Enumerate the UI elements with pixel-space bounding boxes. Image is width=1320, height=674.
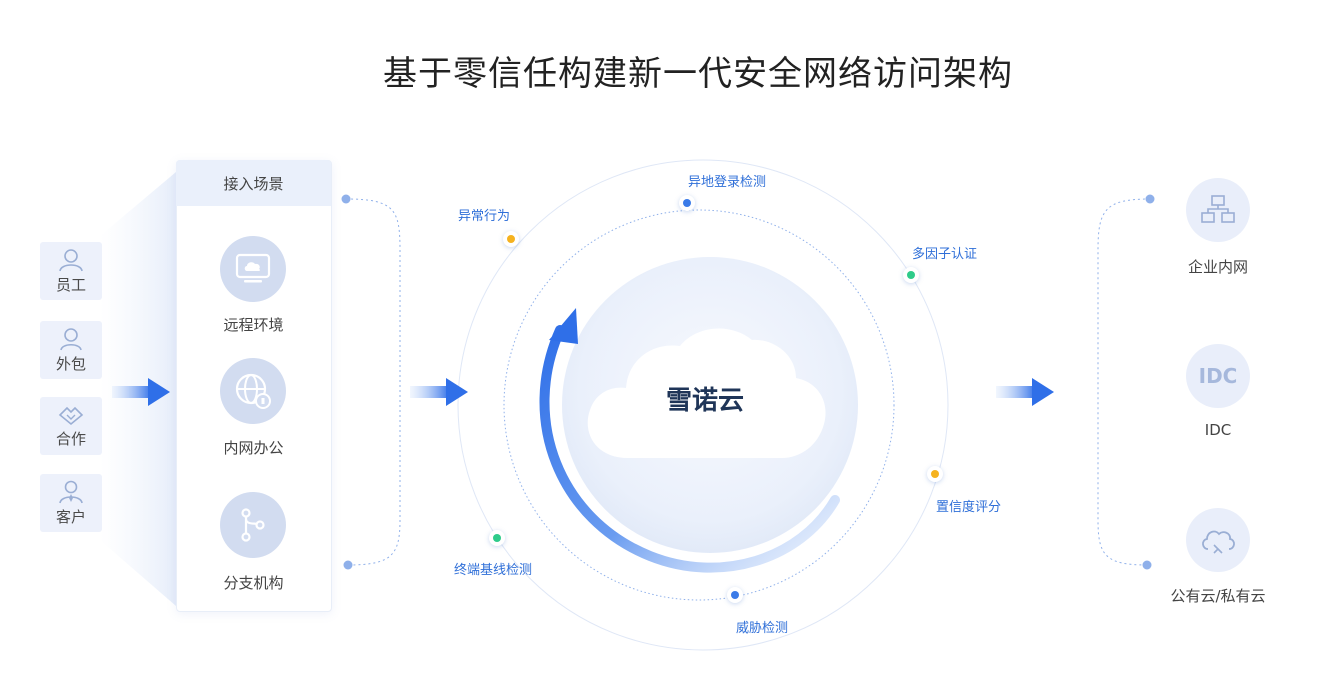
dot-blue	[683, 199, 691, 207]
network-icon	[1201, 195, 1235, 223]
scene-label-intranet: 内网办公	[223, 439, 284, 457]
user-tile-partner: 合作	[40, 397, 102, 455]
orbit-dot	[503, 231, 519, 247]
scene-label-branch: 分支机构	[223, 574, 284, 592]
user-label: 客户	[55, 507, 86, 526]
branch-icon	[241, 508, 265, 542]
handshake-icon	[58, 406, 84, 425]
orbit-dot	[489, 530, 505, 546]
scene-label-remote: 远程环境	[223, 316, 284, 334]
scene-remote	[220, 236, 286, 302]
idc-icon: IDC	[1198, 364, 1238, 388]
check-label-baseline: 终端基线检测	[454, 563, 533, 578]
cloud-sync-icon	[1202, 530, 1235, 554]
dest-label-idc: IDC	[1204, 421, 1232, 439]
dest-idc: IDC	[1186, 344, 1250, 408]
customer-icon	[59, 480, 83, 503]
user-label: 合作	[55, 429, 86, 448]
dest-intranet	[1186, 178, 1250, 242]
flow-arrow-scenes	[410, 378, 468, 406]
user-tile-outsource: 外包	[40, 321, 102, 379]
check-label-anomaly: 异常行为	[458, 209, 511, 224]
dot-blue	[731, 591, 739, 599]
user-label: 外包	[55, 354, 86, 373]
orbit-dot	[727, 587, 743, 603]
person-icon	[59, 248, 83, 271]
user-tile-customer: 客户	[40, 474, 102, 532]
person-outline-icon	[60, 327, 82, 350]
scene-intranet	[220, 358, 286, 424]
orbit-dot	[679, 195, 695, 211]
user-label: 员工	[55, 275, 86, 294]
orbit-dot	[927, 466, 943, 482]
check-label-remote-login: 异地登录检测	[688, 175, 767, 190]
dot-green	[907, 271, 915, 279]
dot-orange	[931, 470, 939, 478]
flow-arrow-destinations	[996, 378, 1054, 406]
user-tile-employee: 员工	[40, 242, 102, 300]
scene-header: 接入场景	[176, 160, 331, 206]
check-label-threat: 威胁检测	[736, 621, 789, 636]
flow-arrow-users	[112, 378, 170, 406]
scene-branch	[220, 492, 286, 558]
center-label: 雪诺云	[665, 386, 744, 416]
dot-orange	[507, 235, 515, 243]
dest-cloud	[1186, 508, 1250, 572]
check-label-mfa: 多因子认证	[912, 247, 978, 262]
dot-green	[493, 534, 501, 542]
dest-label-cloud: 公有云/私有云	[1170, 587, 1266, 605]
orbit-dot	[903, 267, 919, 283]
remote-desktop-icon	[235, 253, 271, 283]
dest-label-intranet: 企业内网	[1187, 258, 1248, 276]
check-label-trust-score: 置信度评分	[936, 500, 1002, 515]
page-title: 基于零信任构建新一代安全网络访问架构	[383, 54, 1013, 94]
globe-lock-icon	[235, 373, 271, 409]
